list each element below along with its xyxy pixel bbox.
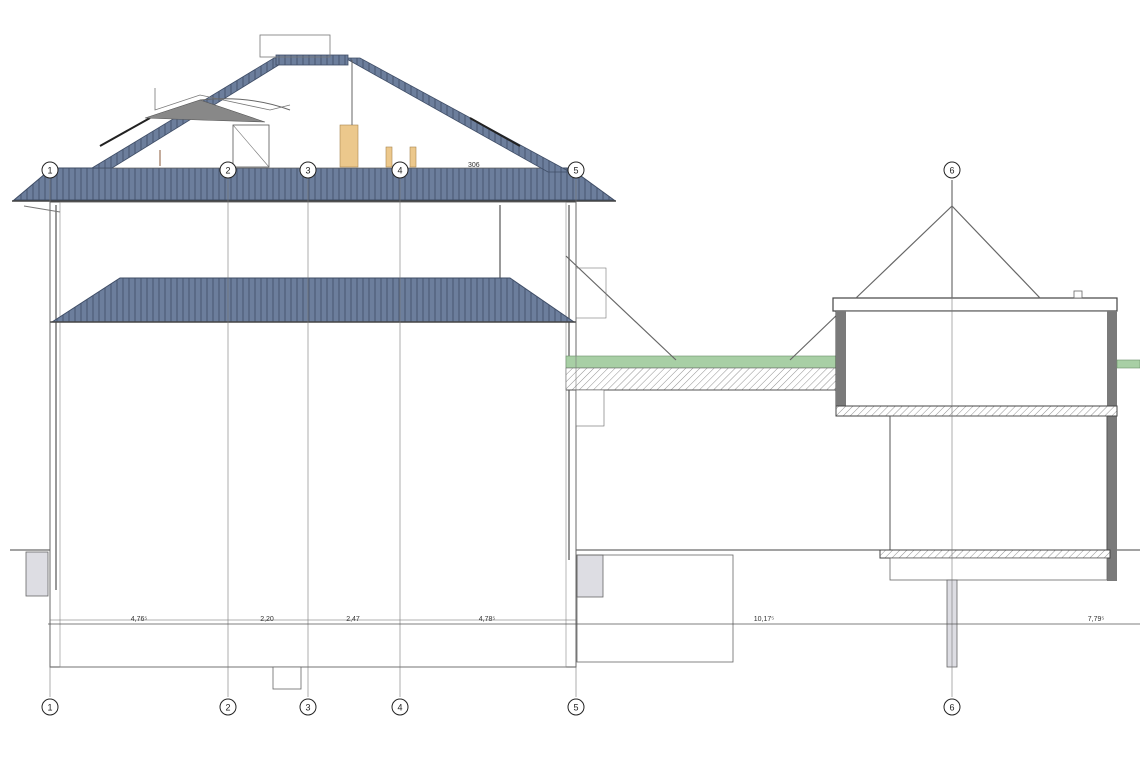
bridge-cable-right [789,311,841,361]
dimension-label-6: 7,79⁵ [1088,616,1105,623]
main-building-inner-wall [59,201,567,668]
grid-axis-label-top-3: 3 [305,166,310,176]
basement-step [272,666,302,690]
grid-axis-bubble-bottom-2 [219,698,237,716]
annex-vent [1073,290,1083,299]
adjacent-green-roof [1116,359,1140,369]
lower-roof [50,277,576,323]
solar-panel-right [469,117,521,147]
solar-panel-left [99,117,151,147]
grid-axis-bubble-top-5 [567,161,585,179]
annex-floor-slab [835,405,1118,417]
adjacent-outbuilding [576,554,734,663]
grid-axis-label-bottom-5: 5 [573,703,578,713]
grid-axes: 1 1 2 2 3 3 4 4 5 5 6 6 [41,161,961,716]
foundation-right [576,554,604,598]
wood-post-1 [385,146,393,168]
attic-door-swing [232,124,270,168]
dimension-line: 4,76⁵ 2,20 2,47 4,78⁵ 10,17⁵ 7,79⁵ [48,616,1140,625]
grid-axis-label-bottom-2: 2 [225,703,230,713]
annex-roof-slab [832,297,1118,312]
annex-lower-box [889,415,1108,552]
grid-axis-label-bottom-3: 3 [305,703,310,713]
annex-wall-right [1107,311,1117,581]
grid-axis-bubble-top-2 [219,161,237,179]
gutter [23,205,61,213]
grid-axis-label-bottom-6: 6 [949,703,954,713]
attic-annotation: 306 [468,162,480,169]
grid-axis-bubble-top-4 [391,161,409,179]
grid-axis-label-top-5: 5 [573,166,578,176]
grid-axis-label-bottom-1: 1 [47,703,52,713]
green-roof [565,355,837,369]
main-building [12,167,616,690]
grid-axis-bubble-bottom-5 [567,698,585,716]
grid-axis-label-top-1: 1 [47,166,52,176]
grid-axis-label-bottom-4: 4 [397,703,402,713]
attic: 306 [90,34,571,173]
dimension-label-5: 10,17⁵ [754,616,775,623]
annex-cable-right [951,205,1041,299]
annex-wall-left [836,311,846,406]
dormer-window [144,99,266,123]
bridge [565,255,841,427]
wood-post-2 [409,146,417,168]
dimension-label-3: 2,47 [346,616,360,623]
grid-axis-bubble-bottom-1 [41,698,59,716]
grid-axis-bubble-bottom-4 [391,698,409,716]
dimension-label-4: 4,78⁵ [479,616,496,623]
bridge-anchor [575,267,607,319]
main-building-wall [49,201,577,668]
grid-axis-bubble-bottom-3 [299,698,317,716]
annex-cable-left [855,205,953,299]
wood-cabinet [339,124,359,168]
grid-axis-bubble-top-6 [943,161,961,179]
grid-axis-label-top-6: 6 [949,166,954,176]
annex-ground-slab [879,549,1111,559]
dimension-label-1: 4,76⁵ [131,616,148,623]
roof-ridge [275,54,349,66]
dimension-label-2: 2,20 [260,616,274,623]
dormer-outline [154,88,291,111]
bridge-deck [565,367,837,391]
dormer-arc [199,98,291,111]
bridge-bracket [575,389,605,427]
grid-axis-label-top-2: 2 [225,166,230,176]
ridge-chimney [259,34,331,58]
foundation-left [25,551,49,597]
grid-axis-label-top-4: 4 [397,166,402,176]
annex-building [576,180,1140,668]
grid-axis-bubble-bottom-6 [943,698,961,716]
annex-basement [889,557,1108,581]
annex-upper-box [835,310,1115,407]
grid-axis-bubble-top-1 [41,161,59,179]
bridge-cable-left [565,255,677,361]
grid-axis-bubble-top-3 [299,161,317,179]
